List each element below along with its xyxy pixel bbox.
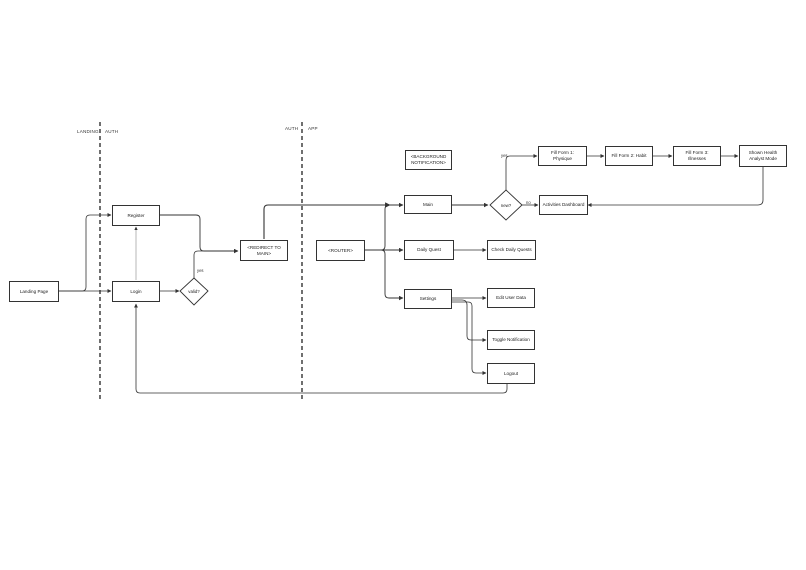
toggle-notification-node: Toggle Notification [487,330,535,350]
edit-user-data-node: Edit User Data [487,288,535,308]
fill-form-3-node: Fill Form 3: Illnesses [673,146,721,166]
new-no-label: no [526,200,531,205]
activities-dashboard-node: Activities Dashboard [539,195,588,215]
valid-decision-diamond [179,277,209,306]
check-daily-quests-node: Check Daily Quests [487,240,536,260]
edge-new-fillform1 [505,154,538,190]
settings-node: Settings [404,289,452,309]
edge-settings-logout [452,301,487,375]
edge-logout-login [134,303,508,394]
router-node: <ROUTER> [316,240,365,261]
lane-label-auth: AUTH [105,129,119,134]
edge-redirect-main [263,202,391,239]
new-yes-label: yes [501,153,508,158]
landing-page-node: Landing Page [9,281,59,302]
daily-quest-node: Daily Quest [404,240,454,260]
new-decision-diamond [489,189,523,221]
main-node: Main [404,195,452,214]
background-notification-node: <BACKGROUND NOTIFICATION> [405,150,452,170]
valid-yes-label: yes [197,268,204,273]
fill-form-1-node: Fill Form 1: Physique [538,146,587,166]
edge-router-settings [365,249,404,301]
valid-decision-label: valid? [188,289,200,294]
edge-settings-toggle [452,299,487,342]
lane-label-landing: LANDING [77,129,99,134]
register-node: Register [112,205,160,226]
new-decision-label: new? [500,203,512,208]
edge-valid-redirect [193,250,238,278]
edge-health-dashboard [587,167,764,207]
lane-label-app: APP [308,126,318,131]
logout-node: Logout [487,363,535,384]
login-node: Login [112,281,160,302]
redirect-node: <REDIRECT TO MAIN> [240,240,288,261]
fill-form-2-node: Fill Form 2: Habit [605,146,653,166]
health-analysis-node: Shown Health Analyst Mode [739,145,787,167]
lane-label-auth-2: AUTH [285,126,299,131]
